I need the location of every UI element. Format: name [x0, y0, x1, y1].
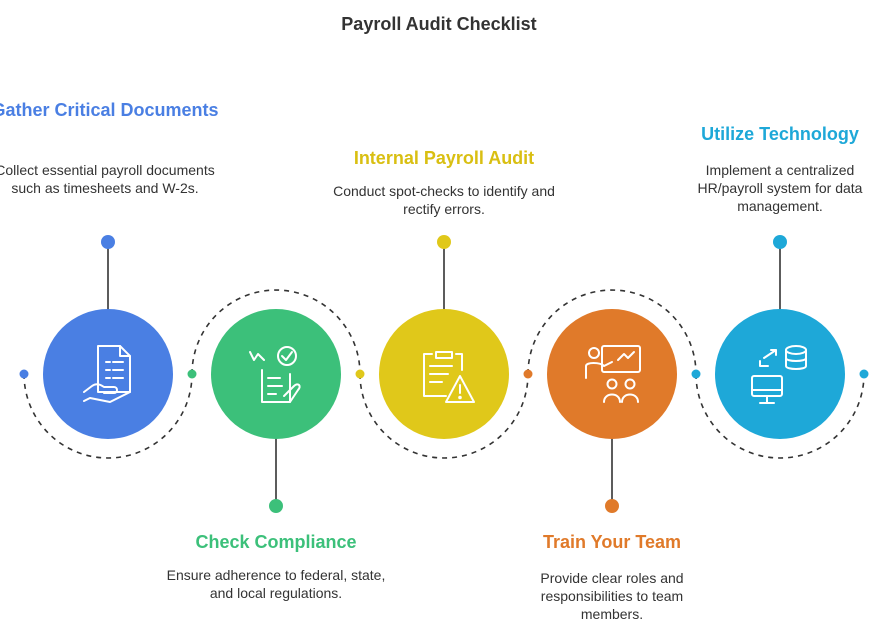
page-title: Payroll Audit Checklist — [341, 14, 537, 34]
step-3-title: Internal Payroll Audit — [353, 148, 535, 168]
presentation-team-icon — [585, 345, 641, 403]
step-2-desc: Ensure adherence to federal, state, and … — [166, 567, 386, 601]
connector-arc-3 — [359, 373, 529, 459]
connector-arc-5 — [695, 373, 865, 459]
step-2-title: Check Compliance — [195, 532, 357, 552]
step-5-desc: Implement a centralized HR/payroll syste… — [697, 162, 863, 214]
document-hand-icon — [83, 345, 131, 403]
step-4-desc: Provide clear roles and responsibilities… — [540, 570, 684, 622]
connector-arc-2 — [191, 289, 361, 375]
computer-database-sync-icon — [751, 345, 807, 404]
step-5-title: Utilize Technology — [701, 124, 859, 144]
step-1-title: Gather Critical Documents — [0, 100, 219, 120]
step-2-circle — [211, 309, 341, 439]
step-1-desc: Collect essential payroll documents such… — [0, 162, 215, 196]
connector-arc-1 — [23, 373, 193, 459]
step-5-circle — [715, 309, 845, 439]
step-4-title: Train Your Team — [542, 532, 682, 552]
step-1-circle — [43, 309, 173, 439]
step-3-desc: Conduct spot-checks to identify and rect… — [333, 183, 555, 217]
step-4-circle — [547, 309, 677, 439]
connector-arc-4 — [527, 289, 697, 375]
clipboard-warning-icon — [423, 351, 475, 403]
compliance-checklist-icon — [249, 346, 301, 403]
